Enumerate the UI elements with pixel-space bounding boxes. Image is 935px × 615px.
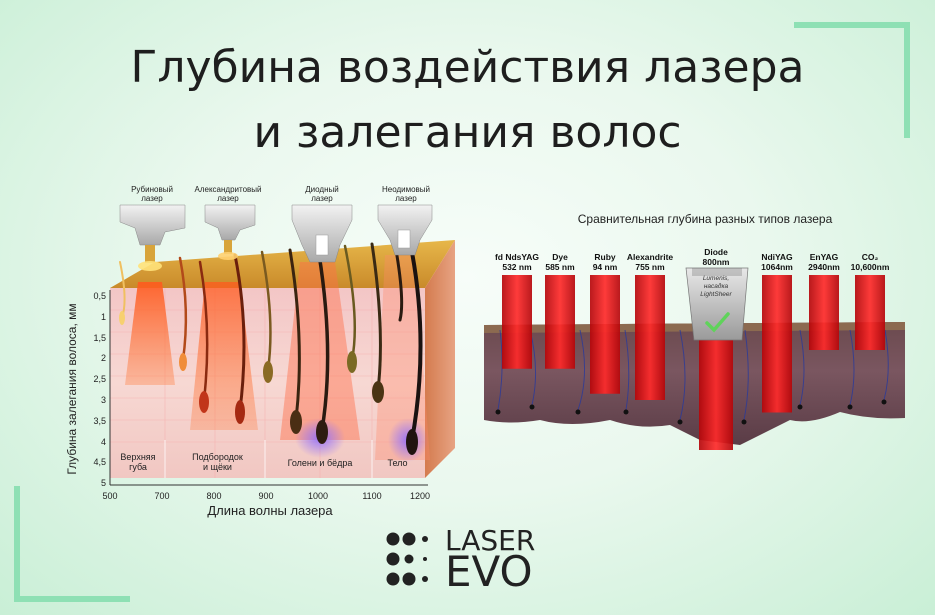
- x-tick-label: 500: [102, 491, 118, 501]
- x-tick-label: 1000: [307, 491, 329, 501]
- corner-bracket-bottom-left-v: [14, 486, 20, 602]
- laser-type-label: fd NdsYAG 532 nm: [494, 252, 540, 272]
- corner-bracket-bottom-left: [14, 596, 130, 602]
- laser-type-label: EnYAG 2940nm: [808, 252, 840, 272]
- ruby-laser-device-icon: [119, 204, 186, 271]
- laser-beam: [762, 275, 792, 413]
- laser-beam: [635, 275, 665, 400]
- laser-type-label: CO₂ 10,600nm: [850, 252, 890, 272]
- lightsheer-handpiece-icon: [685, 267, 749, 341]
- neodymium-laser-device-icon: [377, 204, 433, 256]
- y-tick-label: 1,5: [93, 332, 106, 343]
- logo-text-laser: LASER: [445, 524, 536, 557]
- logo-text-evo: EVO: [445, 547, 533, 596]
- laser-type-label: NdiYAG 1064nm: [761, 252, 793, 272]
- y-tick-label: 3: [100, 395, 106, 405]
- laser-type-label: Dye 585 nm: [545, 252, 575, 272]
- laser-beam: [699, 335, 733, 450]
- zone-chin-cheeks: Подбородок и щёки: [192, 452, 243, 472]
- laser-beam: [545, 275, 575, 369]
- laser-beam: [590, 275, 620, 394]
- zone-upper-lip: Верхняя губа: [120, 452, 156, 472]
- y-tick-label: 1: [100, 311, 106, 322]
- x-tick-label: 800: [206, 491, 222, 501]
- corner-bracket-top-right: [794, 22, 910, 28]
- laser-beam: [855, 275, 885, 350]
- laser-label-diode: Диодный лазер: [305, 185, 339, 203]
- x-tick-label: 1100: [362, 491, 382, 501]
- laser-beam: [502, 275, 532, 369]
- handpiece-text: Lumenis, насадка LightSheer: [700, 275, 732, 298]
- title-line-2: и залегания волос: [253, 107, 682, 158]
- title-line-1: Глубина воздействия лазера: [130, 42, 805, 93]
- right-diagram-title: Сравнительная глубина разных типов лазер…: [577, 212, 833, 226]
- y-tick-label: 5: [100, 478, 106, 489]
- y-tick-label: 3,5: [93, 415, 106, 426]
- laser-beam: [809, 275, 839, 350]
- tissue-cross-section: [484, 322, 905, 445]
- y-tick-label: 2: [100, 353, 106, 364]
- x-axis-label: Длина волны лазера: [207, 503, 333, 518]
- x-tick-label: 700: [154, 491, 170, 501]
- laser-label-neodymium: Неодимовый лазер: [381, 185, 431, 203]
- laser-evo-logo: LASER EVO: [385, 524, 555, 594]
- laser-label-ruby: Рубиновый лазер: [131, 185, 173, 203]
- y-tick-label: 0,5: [93, 291, 106, 301]
- corner-bracket-top-right-v: [904, 22, 910, 138]
- zone-body: Тело: [387, 458, 408, 468]
- laser-type-label: Ruby 94 nm: [592, 252, 618, 272]
- alexandrite-laser-device-icon: [204, 204, 256, 260]
- y-tick-label: 4,5: [93, 457, 106, 468]
- x-tick-label: 900: [258, 491, 274, 501]
- y-tick-label: 4: [100, 436, 106, 447]
- logo-dots-icon: [386, 532, 428, 586]
- check-icon: [705, 312, 730, 333]
- laser-type-label: Alexandrite 755 nm: [626, 252, 674, 272]
- zone-shins-thighs: Голени и бёдра: [287, 458, 353, 468]
- y-tick-label: 2,5: [93, 374, 106, 385]
- diode-laser-device-icon: [291, 204, 353, 263]
- laser-label-alexandrite: Александритовый лазер: [194, 185, 262, 203]
- x-tick-label: 1200: [409, 491, 431, 501]
- laser-type-label: Diode 800nm: [702, 247, 730, 267]
